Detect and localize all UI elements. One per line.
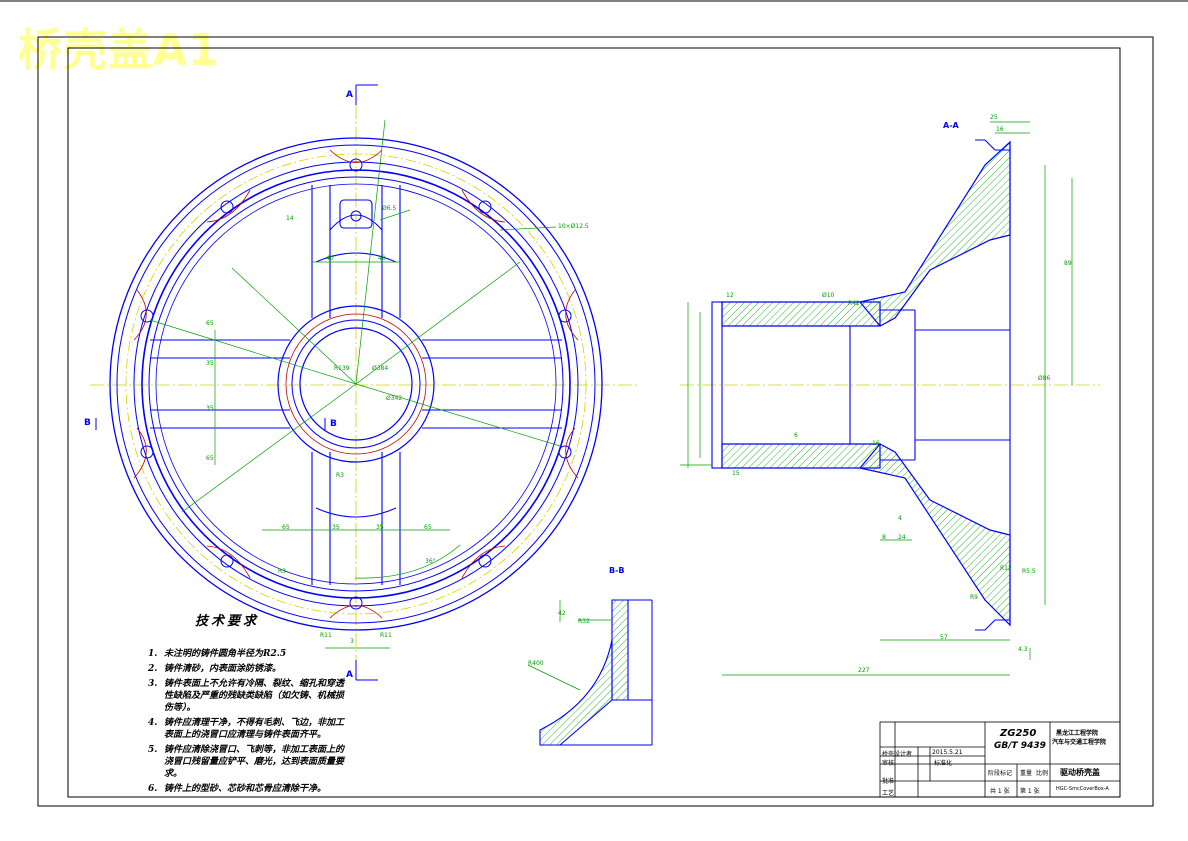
dim-r11a: R11 <box>320 632 332 639</box>
dim-front-d4: 35 <box>206 405 214 412</box>
dim-r42: R42 <box>848 300 860 307</box>
drawing-number: HGC-SmcCoverBox-A <box>1056 786 1109 792</box>
dim-r139: R139 <box>334 365 350 372</box>
label-a-top: A <box>346 90 353 100</box>
std-label: 标准化 <box>934 760 953 767</box>
tech-requirements-title: 技术要求 <box>195 614 260 629</box>
dim-front-d5: 65 <box>206 320 214 327</box>
dim-h12: 12 <box>726 292 734 299</box>
department-name: 汽车与交通工程学院 <box>1052 739 1107 746</box>
dim-d24: 24 <box>898 534 906 541</box>
dim-bottom-b4: 65 <box>424 524 432 531</box>
part-name: 驱动桥壳盖 <box>1060 768 1100 777</box>
dim-hole65: Ø6.5 <box>382 205 397 212</box>
watermark-title: 桥壳盖A1 <box>18 25 220 76</box>
list-item: 5.铸件应清除浇冒口、飞刺等，非加工表面上的浇冒口残留量应铲平、磨光，达到表面质… <box>148 745 345 779</box>
weight-label: 重量 <box>1020 770 1033 777</box>
approve-label: 批准 <box>882 778 895 785</box>
dim-d57: 57 <box>940 634 948 641</box>
dim-d227: 227 <box>858 667 870 674</box>
dim-holes: 10×Ø12.5 <box>558 223 589 230</box>
dim-w2: Ø10 <box>822 292 835 299</box>
label-aa: A-A <box>943 121 959 130</box>
dim-n3: 3 <box>350 638 354 645</box>
dim-r3a: R3 <box>336 472 344 479</box>
designer: 桥壳设计者 <box>882 751 913 758</box>
dim-h42: 42 <box>558 610 566 617</box>
list-item: 1.未注明的铸件圆角半径为R2.5 <box>148 649 287 659</box>
stage-label: 阶段标记 <box>988 770 1013 777</box>
dim-front-d6: 65 <box>206 455 214 462</box>
label-b-right: B <box>330 419 337 429</box>
dim-r12: R12 <box>1000 565 1012 572</box>
list-item: 6.铸件上的型砂、芯砂和芯骨应清除干净。 <box>148 784 327 794</box>
dim-d342: Ø342 <box>386 395 403 402</box>
craft-label: 工艺 <box>882 790 895 797</box>
dim-r32: R32 <box>578 618 590 625</box>
design-date: 2015.5.21 <box>932 749 963 756</box>
dim-r55: R5.5 <box>1022 568 1036 575</box>
scale-label: 比例 <box>1036 770 1049 777</box>
dim-d384: Ø384 <box>372 365 389 372</box>
dim-r11b: R11 <box>380 632 392 639</box>
dim-r9: R9 <box>970 594 978 601</box>
dim-front-d1: 40 <box>326 255 334 262</box>
dim-d16b: 16 <box>872 440 880 447</box>
dim-h14: 14 <box>286 215 294 222</box>
front-view <box>90 84 640 681</box>
dim-d89: 89 <box>1064 260 1072 267</box>
dim-d8: 8 <box>882 534 886 541</box>
dim-r3b: R3 <box>278 568 286 575</box>
section-a-a <box>680 121 1100 676</box>
dim-d6b: 6 <box>794 432 798 439</box>
dim-r400: R400 <box>528 660 544 667</box>
outer-frame <box>37 36 1154 807</box>
dim-d15: 15 <box>732 470 740 477</box>
sheets-total: 共 1 张 <box>990 788 1010 795</box>
section-b-b <box>527 599 653 746</box>
list-item: 3.铸件表面上不允许有冷隔、裂纹、缩孔和穿透性缺陷及严重的残缺类缺陷（如欠铸、机… <box>148 679 345 713</box>
dim-front-d3: 35 <box>206 360 214 367</box>
dim-d4: 4 <box>898 515 902 522</box>
list-item: 4.铸件应清理干净，不得有毛刺、飞边，非加工表面上的浇冒口应清理与铸件表面齐平。 <box>148 718 345 740</box>
tech-requirements: 1.未注明的铸件圆角半径为R2.5 2.铸件清砂，内表面涂防锈漆。 3.铸件表面… <box>148 648 348 798</box>
list-item: 2.铸件清砂，内表面涂防锈漆。 <box>148 664 282 674</box>
dim-front-d2: 40 <box>378 255 386 262</box>
inner-frame <box>67 47 1121 798</box>
dim-d43: 4.3 <box>1018 646 1028 653</box>
check-label: 审核 <box>882 760 895 767</box>
dim-t25: 25 <box>990 114 998 121</box>
dim-bottom-b2: 35 <box>332 524 340 531</box>
label-bb: B-B <box>609 566 625 575</box>
title-block-grid <box>879 721 1121 798</box>
label-b-left: B <box>84 418 91 428</box>
standard: GB/T 9439 <box>994 741 1046 751</box>
school-name: 黑龙江工程学院 <box>1056 730 1099 737</box>
sheet-number: 第 1 张 <box>1020 788 1040 795</box>
label-a-bottom: A <box>346 670 353 680</box>
dim-d86: Ø86 <box>1038 375 1051 382</box>
material: ZG250 <box>1000 728 1037 739</box>
dim-t16: 16 <box>996 126 1004 133</box>
dim-ang36: 36° <box>425 558 436 565</box>
dim-bottom-b3: 35 <box>376 524 384 531</box>
dim-bottom-b1: 65 <box>282 524 290 531</box>
